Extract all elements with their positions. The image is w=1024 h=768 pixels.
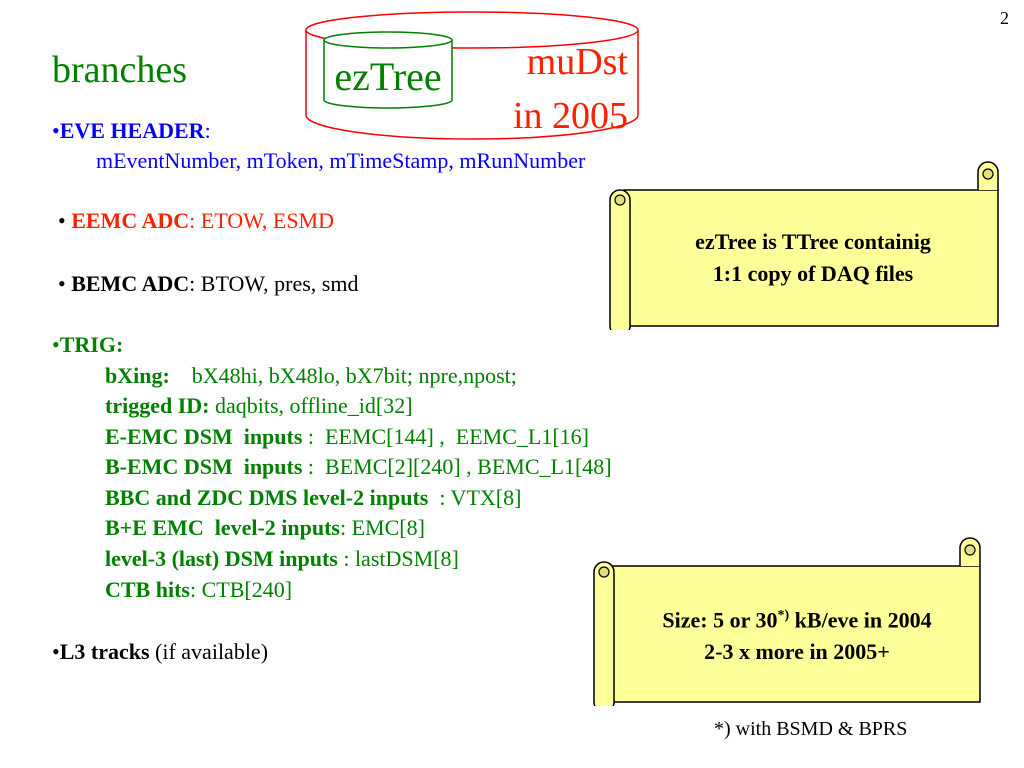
scroll-eztree-line2: 1:1 copy of DAQ files <box>712 261 914 286</box>
scroll-size-line1: Size: 5 or 30*) kB/eve in 2004 <box>662 607 932 633</box>
l3-tracks-note: (if available) <box>149 639 269 664</box>
trig-item: •TRIG: <box>52 330 123 360</box>
trig-line-be-emc: B+E EMC level-2 inputs: EMC[8] <box>105 515 425 540</box>
scroll-size-text: Size: 5 or 30*) kB/eve in 2004 2-3 x mor… <box>612 600 982 668</box>
trig-line-bemc-dsm: B-EMC DSM inputs : BEMC[2][240] , BEMC_L… <box>105 454 612 479</box>
bemc-adc-label: BEMC ADC <box>71 271 190 296</box>
trig-line-ctb: CTB hits: CTB[240] <box>105 577 293 602</box>
eztree-label: ezTree <box>334 54 441 99</box>
inner-cylinder <box>323 31 453 109</box>
eve-header-colon: : <box>204 118 211 143</box>
trig-line-bxing: bXing: bX48hi, bX48lo, bX7bit; npre,npos… <box>105 363 517 388</box>
mudst-year-label: in 2005 <box>513 95 628 137</box>
eve-header-item: •EVE HEADER: <box>52 116 211 146</box>
scroll-eztree-text: ezTree is TTree containig 1:1 copy of DA… <box>630 226 996 290</box>
scroll-eztree-line1: ezTree is TTree containig <box>695 229 931 254</box>
trig-line-eemc-dsm: E-EMC DSM inputs : EEMC[144] , EEMC_L1[1… <box>105 424 590 449</box>
footnote: *) with BSMD & BPRS <box>714 718 908 740</box>
trig-line-level3: level-3 (last) DSM inputs : lastDSM[8] <box>105 546 459 571</box>
trig-line-trigged-id: trigged ID: daqbits, offline_id[32] <box>105 393 413 418</box>
bullet: • <box>52 332 60 357</box>
eemc-adc-item: • EEMC ADC: ETOW, ESMD <box>58 206 334 236</box>
eve-header-fields: mEventNumber, mToken, mTimeStamp, mRunNu… <box>96 148 586 173</box>
trig-label: TRIG: <box>59 332 124 357</box>
slide-title: branches <box>52 49 188 91</box>
mudst-label: muDst <box>527 41 629 83</box>
scroll-callout-eztree <box>609 161 999 330</box>
l3-tracks-label: L3 tracks <box>59 639 150 664</box>
bullet: • <box>58 208 66 233</box>
page-number: 2 <box>1000 8 1009 28</box>
eemc-adc-values: : ETOW, ESMD <box>189 208 335 233</box>
mudst-cylinder-diagram: ezTree muDst in 2005 <box>305 11 639 140</box>
bullet: • <box>58 271 66 296</box>
trig-line-bbc-zdc: BBC and ZDC DMS level-2 inputs : VTX[8] <box>105 485 522 510</box>
bemc-adc-values: : BTOW, pres, smd <box>189 271 359 296</box>
eemc-adc-label: EEMC ADC <box>71 208 190 233</box>
scroll-callout-size <box>593 537 981 706</box>
l3-tracks-item: •L3 tracks (if available) <box>52 637 268 667</box>
bemc-adc-item: • BEMC ADC: BTOW, pres, smd <box>58 269 358 299</box>
scroll-size-line2: 2-3 x more in 2005+ <box>704 639 890 665</box>
bullet: • <box>52 639 60 664</box>
bullet: • <box>52 118 60 143</box>
eve-header-label: EVE HEADER <box>59 118 205 143</box>
